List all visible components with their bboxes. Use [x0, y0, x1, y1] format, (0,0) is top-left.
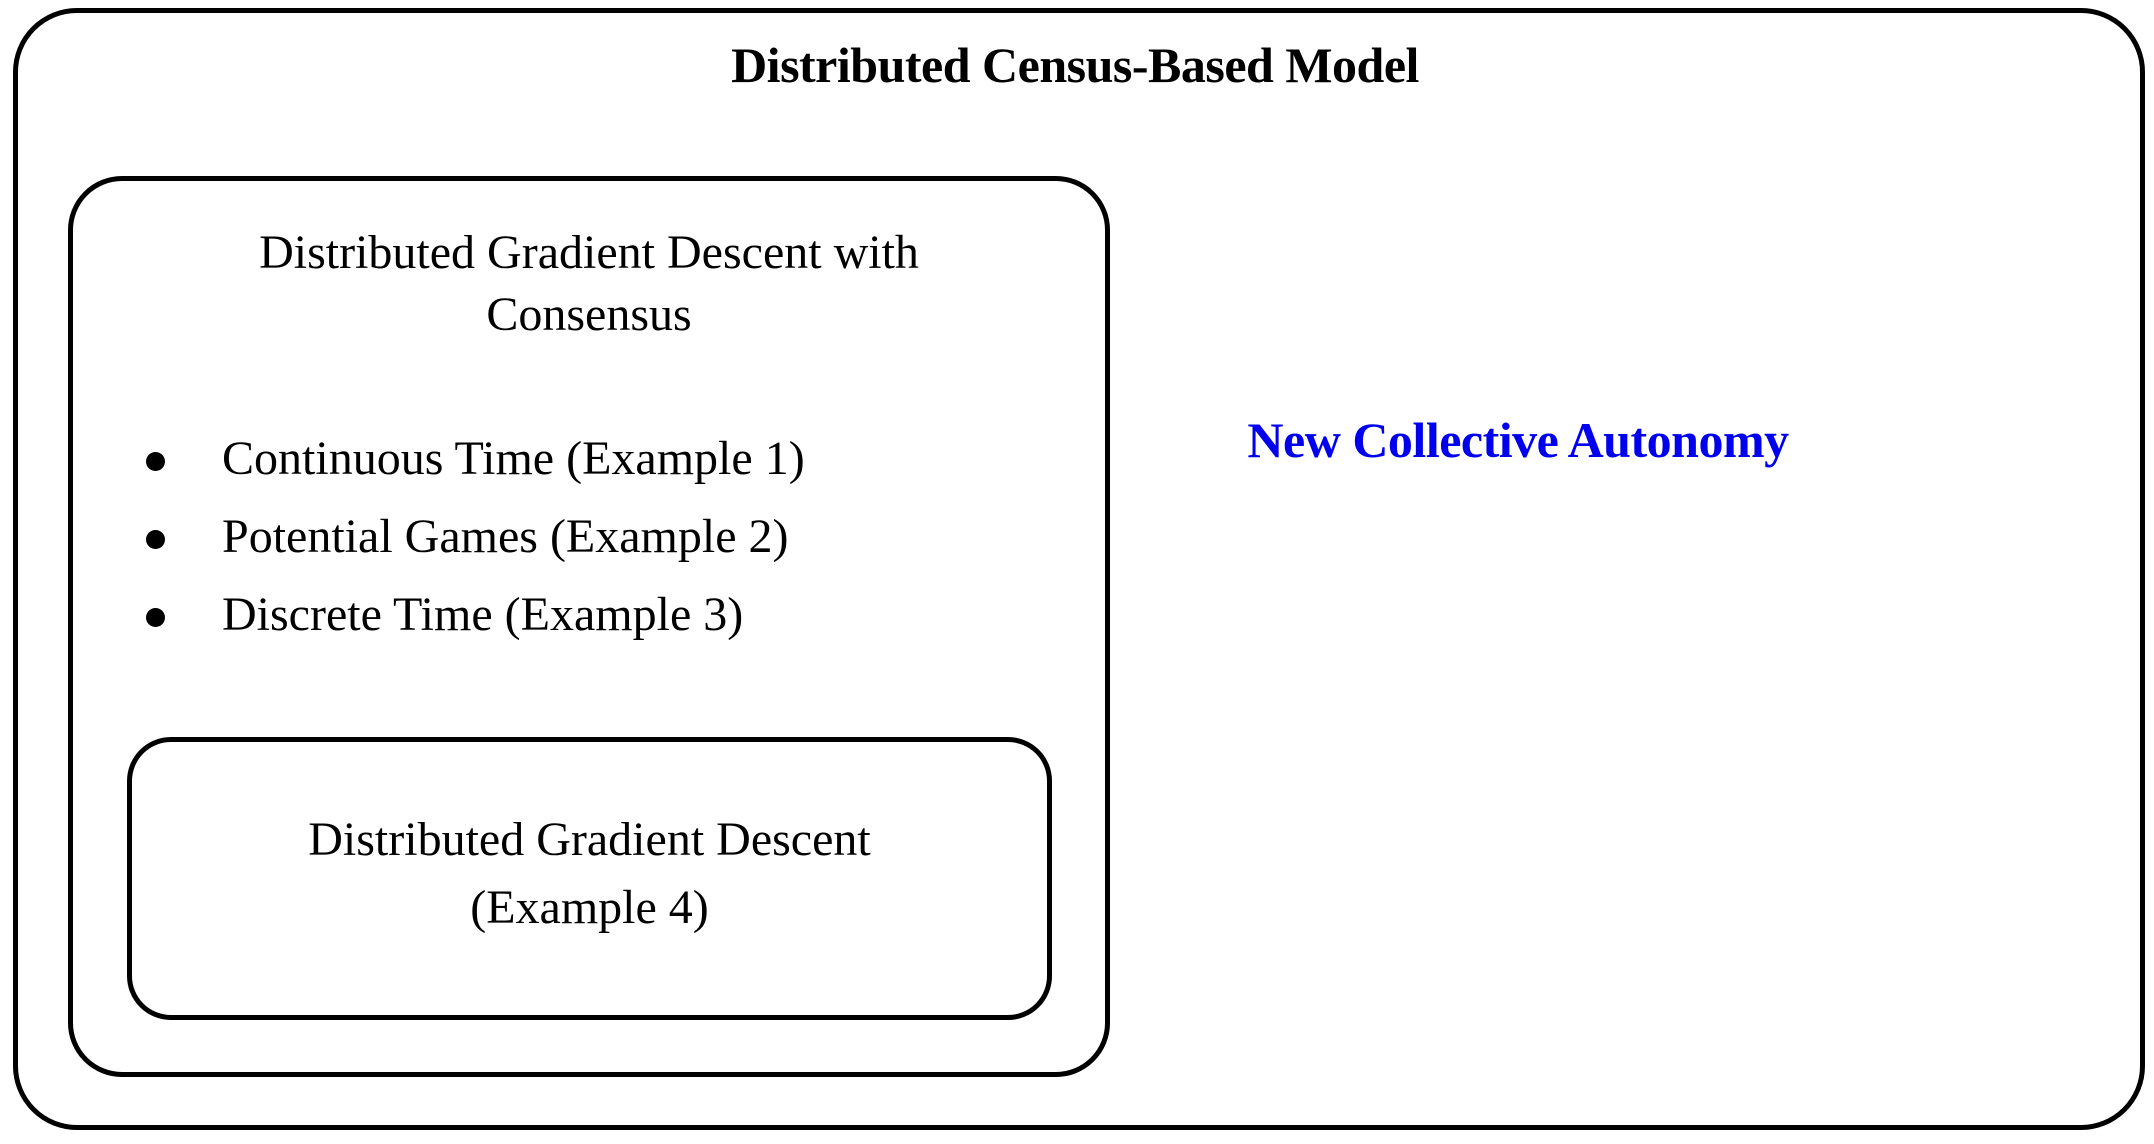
- inner-container-label-line-1: Distributed Gradient Descent: [308, 813, 871, 866]
- list-item: Potential Games (Example 2): [128, 498, 1058, 576]
- example-bullet-list: Continuous Time (Example 1) Potential Ga…: [128, 420, 1058, 654]
- list-item: Discrete Time (Example 3): [128, 576, 1058, 654]
- middle-container-heading-line-1: Distributed Gradient Descent with: [259, 226, 919, 279]
- bullet-dot-icon: [146, 530, 165, 549]
- outer-container-title: Distributed Census-Based Model: [13, 36, 2145, 94]
- bullet-dot-icon: [146, 452, 165, 471]
- middle-container-distributed-gradient-descent-with-consensus: [68, 176, 1110, 1077]
- list-item-label: Continuous Time (Example 1): [222, 432, 805, 485]
- middle-container-heading-line-2: Consensus: [486, 288, 692, 341]
- bullet-dot-icon: [146, 608, 165, 627]
- list-item-label: Discrete Time (Example 3): [222, 588, 744, 641]
- outer-container-distributed-census-based-model: [13, 8, 2145, 1130]
- inner-container-label: Distributed Gradient Descent (Example 4): [132, 806, 1047, 942]
- new-collective-autonomy-label: New Collective Autonomy: [1247, 412, 1789, 468]
- list-item-label: Potential Games (Example 2): [222, 510, 789, 563]
- outer-container-title-text: Distributed Census-Based Model: [731, 37, 1419, 93]
- list-item: Continuous Time (Example 1): [128, 420, 1058, 498]
- inner-container-label-line-2: (Example 4): [470, 881, 709, 934]
- inner-container-distributed-gradient-descent: [127, 737, 1052, 1020]
